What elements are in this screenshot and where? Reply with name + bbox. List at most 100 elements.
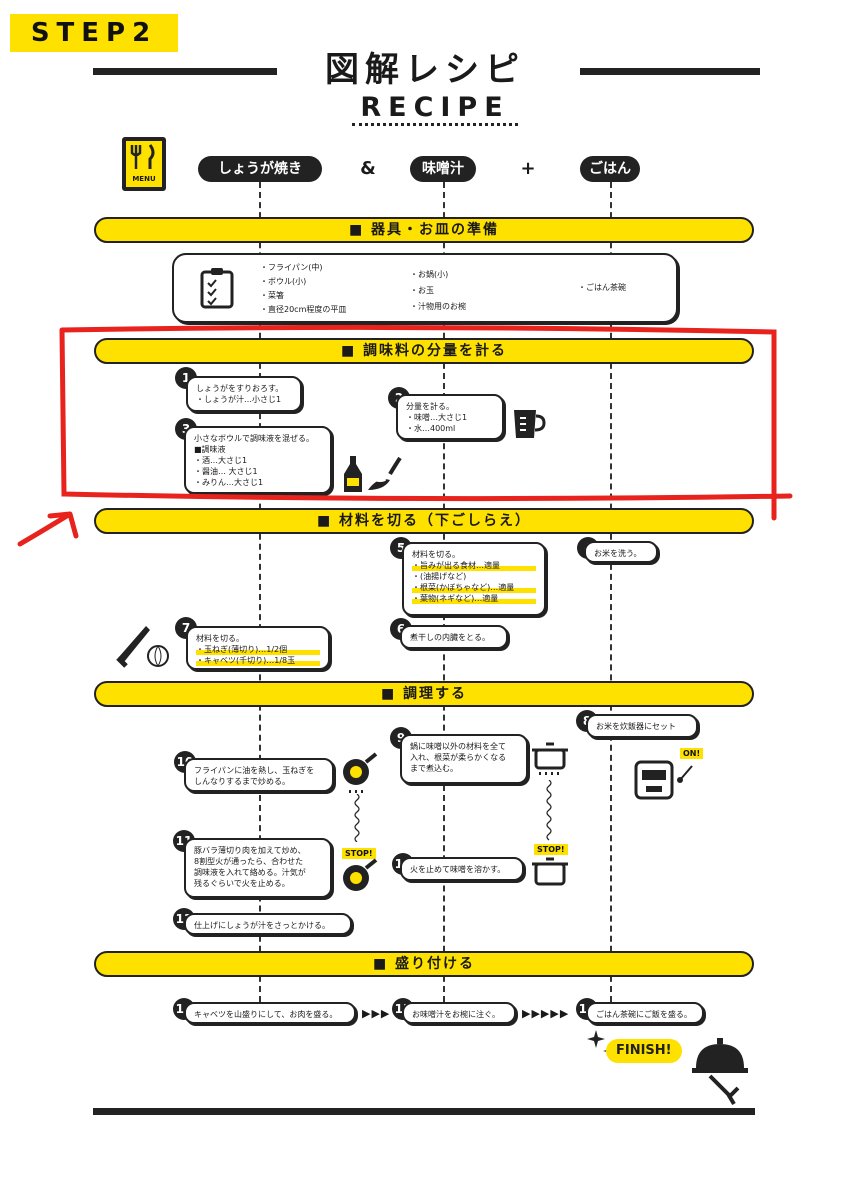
equipment-col-2: ・お鍋(小) ・お玉 ・汁物用のお椀 <box>410 267 466 315</box>
cloche-icon <box>692 1038 748 1106</box>
section-cook: ■ 調理する <box>94 681 754 707</box>
menu-icon-label: MENU <box>132 175 156 183</box>
step-text: キャベツを山盛りにして、お肉を盛る。 <box>194 1010 338 1019</box>
step-15-box: お味噌汁をお椀に注ぐ。 <box>402 1002 516 1024</box>
step-text: 鍋に味噌以外の材料を全て <box>410 742 506 751</box>
step-4-box: お米を洗う。 <box>584 541 658 563</box>
badge-stop-pot: STOP! <box>534 844 568 855</box>
knife-onion-icon <box>116 626 169 668</box>
step-5-box: 材料を切る。 ・旨みが出る食材…適量 ・(油揚げなど) ・根菜(かぼちゃなど)…… <box>402 542 546 616</box>
timeline-shogayaki <box>259 182 261 1002</box>
step-1-box: しょうがをすりおろす。 ・しょうが汁…小さじ1 <box>186 376 302 412</box>
step-text: しんなりするまで炒める。 <box>194 777 290 786</box>
step-text: ・醤油… 大さじ1 <box>194 467 258 476</box>
step-text: ・葉物(ネギなど)…適量 <box>412 593 536 604</box>
step-14-box: キャベツを山盛りにして、お肉を盛る。 <box>184 1002 356 1024</box>
step-text: ごはん茶碗にご飯を盛る。 <box>596 1010 692 1019</box>
dish-shogayaki: しょうが焼き <box>198 156 322 182</box>
step-3-box: 小さなボウルで調味液を混ぜる。 ■調味液 ・酒…大さじ1 ・醤油… 大さじ1 ・… <box>184 426 332 494</box>
step-text: 火を止めて味噌を溶かす。 <box>410 865 506 874</box>
fork-knife-icon <box>130 144 155 169</box>
soy-sauce-icon <box>344 456 402 492</box>
page-subtitle: RECIPE <box>352 92 518 126</box>
step-text: ・水…400ml <box>406 424 456 433</box>
equipment-item: ・直径20cm程度の平皿 <box>260 305 347 314</box>
section-serve: ■ 盛り付ける <box>94 951 754 977</box>
step-text: ・玉ねぎ(薄切り)…1/2個 <box>196 644 320 655</box>
equipment-box: ・フライパン(中) ・ボウル(小) ・菜箸 ・直径20cm程度の平皿 ・お鍋(小… <box>172 253 678 323</box>
connector-and: & <box>360 158 376 179</box>
step-8-box: お米を炊飯器にセット <box>586 714 698 738</box>
step-text: ・根菜(かぼちゃなど)…適量 <box>412 582 536 593</box>
step-text: フライパンに油を熱し、玉ねぎを <box>194 766 315 775</box>
step-text: 豚バラ薄切り肉を加えて炒め、 <box>194 846 306 855</box>
badge-stop-pan: STOP! <box>342 848 376 859</box>
annotation-highlight <box>17 324 793 547</box>
step-10-box: フライパンに油を熱し、玉ねぎを しんなりするまで炒める。 <box>184 758 334 792</box>
page-title: 図解レシピ <box>325 50 525 90</box>
step-text: 残るぐらいで火を止める。 <box>194 879 290 888</box>
step-text: ■調味液 <box>194 445 226 454</box>
header-rule-left <box>93 68 277 75</box>
step-9-box: 鍋に味噌以外の材料を全て 入れ、根菜が柔らかくなる まで煮込む。 <box>400 734 528 784</box>
step-text: しょうがをすりおろす。 <box>196 384 284 393</box>
step-12-box: 火を止めて味噌を溶かす。 <box>400 857 524 881</box>
equipment-item: ・フライパン(中) <box>260 263 323 272</box>
frying-pan-icon <box>343 752 378 793</box>
dish-gohan: ごはん <box>580 156 640 182</box>
step-text: ・しょうが汁…小さじ1 <box>196 395 282 404</box>
step-text: ・味噌…大さじ1 <box>406 413 468 422</box>
header-rule-right <box>580 68 760 75</box>
step-text: 仕上げにしょうが汁をさっとかける。 <box>194 921 330 930</box>
step-text: 材料を切る。 <box>412 550 460 559</box>
finish-badge: FINISH! <box>606 1039 682 1063</box>
equipment-col-1: ・フライパン(中) ・ボウル(小) ・菜箸 ・直径20cm程度の平皿 <box>260 261 346 317</box>
step-text: ・キャベツ(千切り)…1/8玉 <box>196 655 320 666</box>
step-text: お味噌汁をお椀に注ぐ。 <box>412 1010 500 1019</box>
rice-cooker-icon <box>634 760 693 800</box>
step-2-box: 分量を計る。 ・味噌…大さじ1 ・水…400ml <box>396 394 504 440</box>
section-equipment: ■ 器具・お皿の準備 <box>94 217 754 243</box>
equipment-col-3: ・ごはん茶碗 <box>578 281 626 295</box>
step-text: 煮干しの内臓をとる。 <box>410 633 490 642</box>
footer-rule <box>93 1108 755 1115</box>
step-7-box: 材料を切る。 ・玉ねぎ(薄切り)…1/2個 ・キャベツ(千切り)…1/8玉 <box>186 626 330 670</box>
step-text: 入れ、根菜が柔らかくなる <box>410 753 507 762</box>
step-16-box: ごはん茶碗にご飯を盛る。 <box>586 1002 704 1024</box>
step-text: ・酒…大さじ1 <box>194 456 248 465</box>
step-text: 材料を切る。 <box>196 634 244 643</box>
equipment-item: ・ごはん茶碗 <box>578 283 626 292</box>
step-text: お米を炊飯器にセット <box>596 722 676 731</box>
arrow-14-15: ▶▶▶ <box>362 1007 391 1020</box>
wait-squiggle-2 <box>354 794 360 842</box>
equipment-item: ・お鍋(小) <box>410 270 449 279</box>
step-text: ・旨みが出る食材…適量 <box>412 560 536 571</box>
step-text: 小さなボウルで調味液を混ぜる。 <box>194 434 314 443</box>
step-text: ・みりん…大さじ1 <box>194 478 264 487</box>
dish-misoshiru: 味噌汁 <box>410 156 476 182</box>
pot-icon-2 <box>532 857 568 886</box>
timeline-gohan <box>610 182 612 1002</box>
wait-squiggle <box>546 780 552 841</box>
equipment-item: ・ボウル(小) <box>260 277 307 286</box>
step-text: お米を洗う。 <box>594 549 642 558</box>
connector-plus: + <box>520 158 536 179</box>
pot-icon <box>532 742 568 775</box>
step-13-box: 仕上げにしょうが汁をさっとかける。 <box>184 913 352 935</box>
step-text: 調味液を入れて絡める。汁気が <box>194 868 306 877</box>
step-11-box: 豚バラ薄切り肉を加えて炒め、 8割型火が通ったら、合わせた 調味液を入れて絡める… <box>184 838 332 898</box>
equipment-item: ・菜箸 <box>260 291 284 300</box>
menu-book-icon: MENU <box>122 137 166 191</box>
frying-pan-icon-2 <box>343 858 378 891</box>
step-text: 分量を計る。 <box>406 402 454 411</box>
arrow-15-16: ▶▶▶▶▶ <box>522 1007 570 1020</box>
equipment-item: ・お玉 <box>410 286 434 295</box>
section-cut: ■ 材料を切る（下ごしらえ） <box>94 508 754 534</box>
step-6-box: 煮干しの内臓をとる。 <box>400 625 508 649</box>
clipboard-icon <box>200 268 234 309</box>
step-text: まで煮込む。 <box>410 764 458 773</box>
step-text: ・(油揚げなど) <box>412 572 467 581</box>
step-text: 8割型火が通ったら、合わせた <box>194 857 304 866</box>
equipment-item: ・汁物用のお椀 <box>410 302 466 311</box>
step-label: STEP2 <box>10 14 178 52</box>
